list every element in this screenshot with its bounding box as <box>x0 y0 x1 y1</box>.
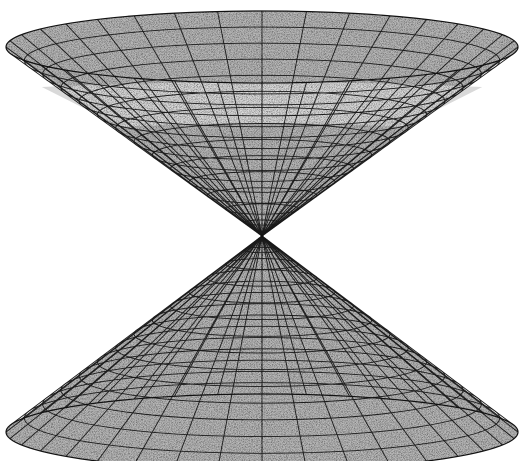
lower-cone-parallel <box>151 303 373 337</box>
upper-cone-parallel <box>206 187 318 204</box>
lower-cone-parallel <box>115 325 409 371</box>
upper-cone-parallel <box>170 155 354 182</box>
upper-cone-parallel <box>151 139 373 171</box>
lower-cone-parallel <box>188 280 336 304</box>
lower-cone-parallel <box>170 291 354 321</box>
upper-cone-parallel <box>188 171 336 193</box>
lower-cone-parallel <box>5 393 519 461</box>
upper-cone-parallel <box>60 58 464 117</box>
upper-cone-parallel <box>96 90 428 139</box>
lower-cone-parallel <box>206 269 318 287</box>
lower-cone-parallel <box>133 314 391 354</box>
upper-cone-parallel <box>133 123 391 160</box>
upper-cone-mesh <box>5 10 519 237</box>
cone-apex <box>260 234 264 238</box>
lower-cone-mesh <box>5 235 519 461</box>
lower-cone-parallel <box>78 348 446 404</box>
lower-cone-parallel <box>96 337 428 387</box>
upper-cone-parallel <box>78 74 446 128</box>
upper-cone-parallel <box>243 219 281 226</box>
lower-cone <box>5 235 519 461</box>
lower-cone-parallel <box>60 359 464 421</box>
upper-cone <box>5 10 519 237</box>
lower-cone-parallel <box>243 246 281 254</box>
upper-cone-parallel <box>115 106 409 150</box>
upper-cone-parallel <box>224 203 300 215</box>
upper-cone-parallel <box>5 10 519 84</box>
